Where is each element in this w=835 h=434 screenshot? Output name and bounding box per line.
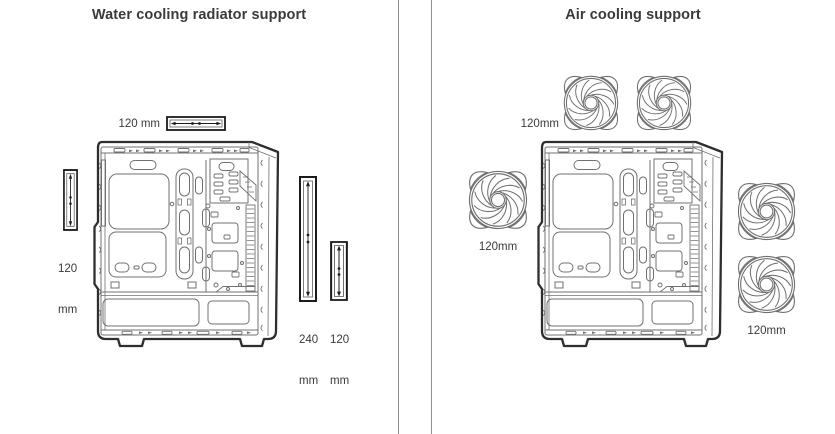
pc-case-side-view: [93, 140, 280, 348]
water-cooling-panel: Water cooling radiator support 120 mm 12…: [0, 0, 398, 434]
fan-120mm-top-2-icon: [636, 75, 692, 131]
air-cooling-panel: Air cooling support 120mm 120mm 120mm: [431, 0, 835, 434]
air-rear-fans-label: 120mm: [747, 325, 786, 337]
radiator-120mm-front-icon: [63, 169, 78, 231]
column-divider-right: [431, 0, 432, 434]
fan-120mm-top-1-icon: [563, 75, 619, 131]
fan-120mm-front-icon: [468, 170, 528, 230]
water-front-radiator-label: 120 mm: [58, 262, 78, 316]
pc-case-side-view: [537, 140, 724, 348]
water-rear-240-label: 240 mm: [299, 333, 319, 387]
column-divider-left: [398, 0, 399, 434]
radiator-120mm-top-icon: [166, 116, 226, 131]
water-top-radiator-label: 120 mm: [118, 118, 160, 130]
radiator-120mm-rear-icon: [330, 241, 348, 301]
water-cooling-title: Water cooling radiator support: [91, 7, 307, 23]
radiator-240mm-rear-icon: [299, 176, 317, 302]
fan-120mm-rear-1-icon: [737, 182, 796, 241]
air-front-fan-label: 120mm: [478, 241, 518, 253]
air-top-fans-label: 120mm: [520, 118, 559, 130]
fan-120mm-rear-2-icon: [737, 255, 796, 314]
air-cooling-title: Air cooling support: [565, 7, 701, 23]
water-rear-120-label: 120 mm: [330, 333, 350, 387]
